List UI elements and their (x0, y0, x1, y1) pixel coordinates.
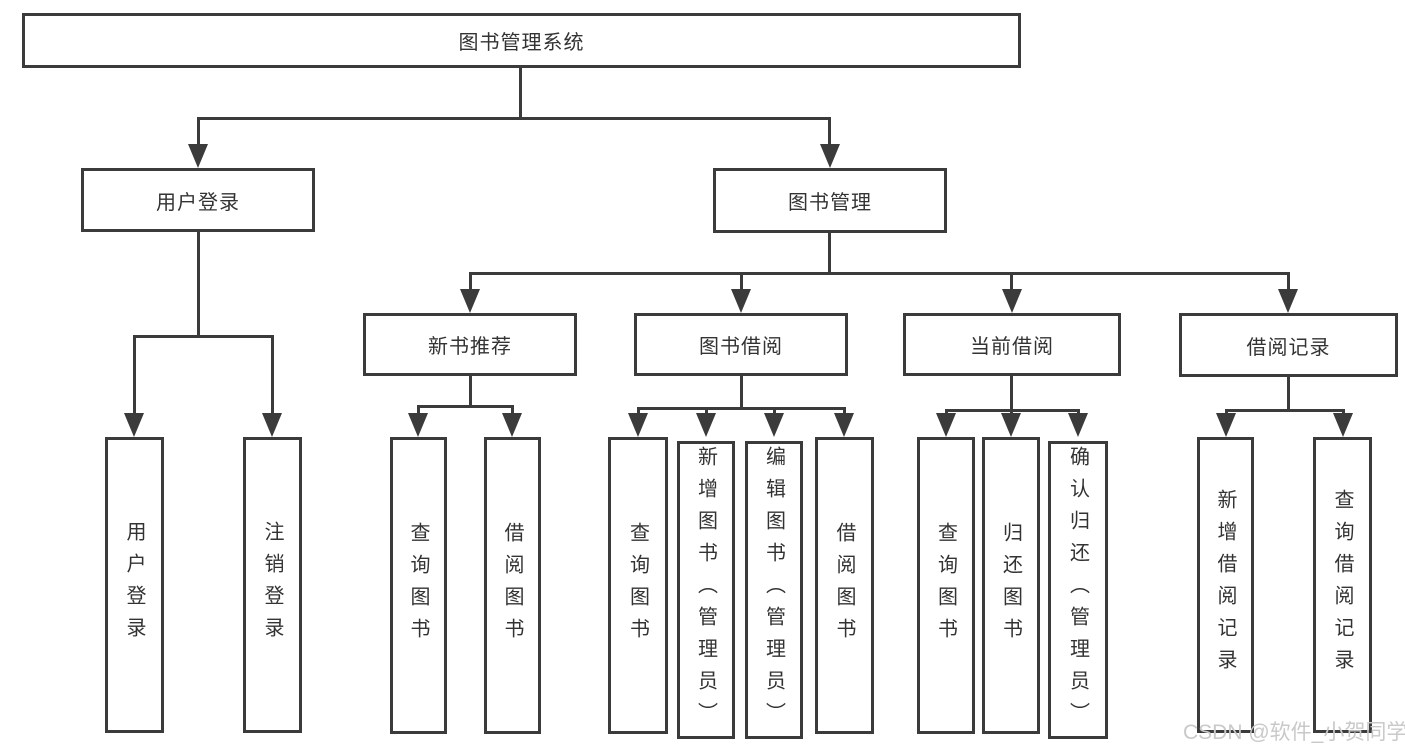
node-borrow-books: 借阅图书 (815, 437, 874, 734)
arrowhead-down-icon (1068, 413, 1088, 437)
node-label: 当前借阅 (970, 336, 1054, 358)
connector-line (469, 272, 472, 293)
node-label: 图书管理 (788, 192, 872, 214)
arrowhead-down-icon (834, 413, 854, 437)
node-book-management: 图书管理 (713, 168, 947, 233)
connector-line (828, 117, 831, 148)
connector-line (511, 405, 514, 417)
arrowhead-down-icon (764, 413, 784, 437)
node-label: 用户登录 (123, 521, 145, 649)
node-label: 查询图书 (934, 521, 957, 650)
arrowhead-down-icon (408, 413, 428, 437)
arrowhead-down-icon (502, 413, 522, 437)
node-new-book-recommend: 新书推荐 (363, 313, 577, 376)
arrowhead-down-icon (1002, 289, 1022, 313)
watermark: CSDN @软件_小贺同学 (1183, 721, 1405, 744)
node-add-book-admin: 新增图书（管理员） (677, 441, 735, 739)
node-label: 查询图书 (407, 521, 429, 650)
arrowhead-down-icon (1333, 413, 1353, 437)
arrowhead-down-icon (820, 144, 840, 168)
node-query-borrow-record: 查询借阅记录 (1313, 437, 1372, 733)
node-query-books: 查询图书 (608, 437, 668, 734)
arrowhead-down-icon (262, 413, 282, 437)
connector-line (637, 407, 640, 417)
connector-line (705, 407, 708, 417)
arrowhead-down-icon (696, 413, 716, 437)
node-query-books: 查询图书 (917, 437, 975, 734)
connector-line (197, 117, 831, 120)
connector-line (843, 407, 846, 417)
node-library-system: 图书管理系统 (22, 13, 1021, 68)
node-borrow-records: 借阅记录 (1179, 313, 1398, 377)
connector-line (197, 232, 200, 338)
arrowhead-down-icon (460, 289, 480, 313)
connector-line (773, 407, 776, 417)
connector-line (1287, 377, 1290, 412)
connector-line (417, 405, 513, 408)
connector-line (1287, 272, 1290, 293)
node-edit-book-admin: 编辑图书（管理员） (745, 441, 803, 739)
node-label: 新增图书（管理员） (694, 446, 717, 734)
node-label: 查询图书 (626, 521, 649, 650)
connector-line (133, 335, 136, 417)
node-label: 新书推荐 (428, 336, 512, 358)
node-label: 查询借阅记录 (1331, 489, 1353, 681)
connector-line (519, 68, 522, 120)
node-label: 编辑图书（管理员） (762, 446, 785, 734)
connector-line (1225, 409, 1344, 412)
connector-line (197, 117, 200, 148)
node-label: 借阅图书 (833, 521, 855, 650)
connector-line (133, 335, 273, 338)
connector-line (1010, 376, 1013, 412)
arrowhead-down-icon (124, 413, 144, 437)
connector-line (740, 376, 743, 410)
arrowhead-down-icon (188, 144, 208, 168)
node-label: 图书借阅 (699, 336, 783, 358)
arrowhead-down-icon (628, 413, 648, 437)
connector-line (271, 335, 274, 417)
connector-line (828, 233, 831, 275)
arrowhead-down-icon (936, 413, 956, 437)
connector-line (1010, 272, 1013, 293)
node-current-borrow: 当前借阅 (903, 313, 1121, 376)
connector-line (740, 272, 743, 293)
node-label: 归还图书 (999, 521, 1022, 650)
node-label: 借阅记录 (1246, 336, 1331, 359)
node-book-borrow: 图书借阅 (634, 313, 848, 376)
node-confirm-return-admin: 确认归还（管理员） (1048, 441, 1108, 739)
arrowhead-down-icon (1001, 413, 1021, 437)
arrowhead-down-icon (731, 289, 751, 313)
node-return-book: 归还图书 (982, 437, 1040, 734)
node-query-books: 查询图书 (390, 437, 447, 734)
arrowhead-down-icon (1216, 413, 1236, 437)
node-label: 借阅图书 (501, 521, 523, 650)
connector-line (637, 407, 845, 410)
node-add-borrow-record: 新增借阅记录 (1197, 437, 1254, 733)
node-user-login: 用户登录 (81, 168, 315, 232)
node-label: 用户登录 (156, 191, 240, 214)
node-label: 注销登录 (261, 521, 283, 649)
node-logout: 注销登录 (243, 437, 302, 733)
node-user-login-leaf: 用户登录 (105, 437, 164, 733)
connector-line (469, 272, 1289, 275)
connector-line (469, 376, 472, 408)
connector-line (417, 405, 420, 417)
node-label: 图书管理系统 (458, 32, 585, 54)
arrowhead-down-icon (1278, 289, 1298, 313)
node-label: 确认归还（管理员） (1066, 446, 1089, 734)
node-label: 新增借阅记录 (1214, 489, 1236, 681)
node-borrow-books: 借阅图书 (484, 437, 541, 734)
